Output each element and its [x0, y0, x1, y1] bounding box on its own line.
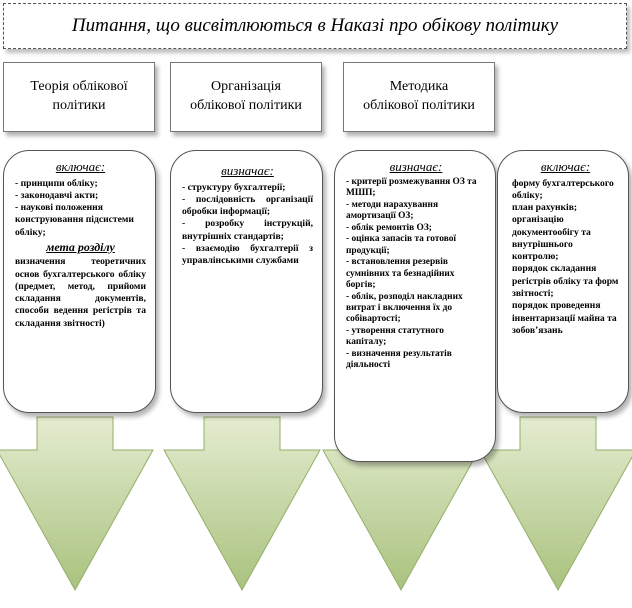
card-methodology-item: - методи нарахування амортизації ОЗ; — [346, 199, 439, 222]
card-includes-item: порядок складання регістрів обліку та фо… — [512, 263, 619, 300]
header-methodology-line2: облікової політики — [363, 98, 475, 113]
card-theory-caption: включає: — [55, 159, 106, 174]
card-includes-item: форму бухгалтерського обліку; — [512, 177, 614, 201]
card-methodology-item: - встановлення резервів сумнівних та без… — [346, 257, 455, 291]
header-theory-line1: Теорія облікової — [30, 79, 128, 95]
card-theory-tail: визначення теоретичних основ бухгалтерсь… — [15, 256, 146, 329]
header-organization: Організація облікової політики — [170, 62, 322, 132]
card-includes-item: план рахунків; — [512, 202, 578, 214]
card-methodology-item: - критерії розмежування ОЗ та МШП; — [346, 176, 477, 199]
down-arrow-2 — [163, 416, 321, 592]
header-methodology: Методика облікової політики — [343, 62, 495, 132]
card-methodology-item: - утворення статутного капіталу; — [346, 325, 444, 348]
card-theory-item: - принципи обліку; — [15, 177, 98, 189]
card-includes-caption: включає: — [540, 159, 591, 174]
card-methodology-item: - облік, розподіл накладних витрат і вкл… — [346, 291, 463, 325]
card-organization-caption: визначає: — [221, 163, 274, 178]
down-arrow-1 — [0, 416, 154, 592]
card-theory-item: - наукові положення конструювання підсис… — [15, 202, 134, 238]
card-methodology: визначає: - критерії розмежування ОЗ та … — [334, 150, 496, 462]
header-organization-line1: Організація — [210, 79, 281, 95]
card-organization-item: - структуру бухгалтерії; — [182, 181, 286, 193]
card-includes-item: організацію документообігу та внутрішньо… — [512, 214, 591, 263]
card-includes-item: порядок проведення інвентаризації майна … — [512, 300, 617, 336]
header-methodology-line1: Методика — [389, 79, 449, 95]
card-theory: включає: - принципи обліку; - законодавч… — [3, 150, 156, 413]
card-includes: включає: форму бухгалтерського обліку; п… — [497, 150, 629, 413]
card-methodology-caption: визначає: — [389, 159, 443, 174]
card-organization-item: - послідовність організації обробки інфо… — [182, 193, 313, 218]
card-methodology-item: - оцінка запасів та готової продукції; — [346, 234, 457, 256]
card-methodology-item: - облік ремонтів ОЗ; — [346, 222, 432, 233]
header-organization-line2: облікової політики — [190, 98, 302, 113]
header-theory-line2: політики — [52, 98, 106, 113]
card-organization: визначає: - структуру бухгалтерії; - пос… — [170, 150, 323, 413]
header-theory: Теорія облікової політики — [3, 62, 155, 132]
down-arrow-4 — [479, 416, 632, 592]
card-theory-item: - законодавчі акти; — [15, 189, 99, 201]
card-organization-item: - розробку інструкцій, внутрішніх станда… — [182, 218, 313, 242]
card-organization-item: - взаємодію бухгалтерії з управлінськими… — [182, 242, 313, 267]
card-theory-subcaption: мета розділу — [46, 239, 115, 254]
card-methodology-item: - визначення результатів діяльності — [346, 348, 452, 371]
diagram-title: Питання, що висвітлюються в Наказі про о… — [3, 3, 627, 49]
